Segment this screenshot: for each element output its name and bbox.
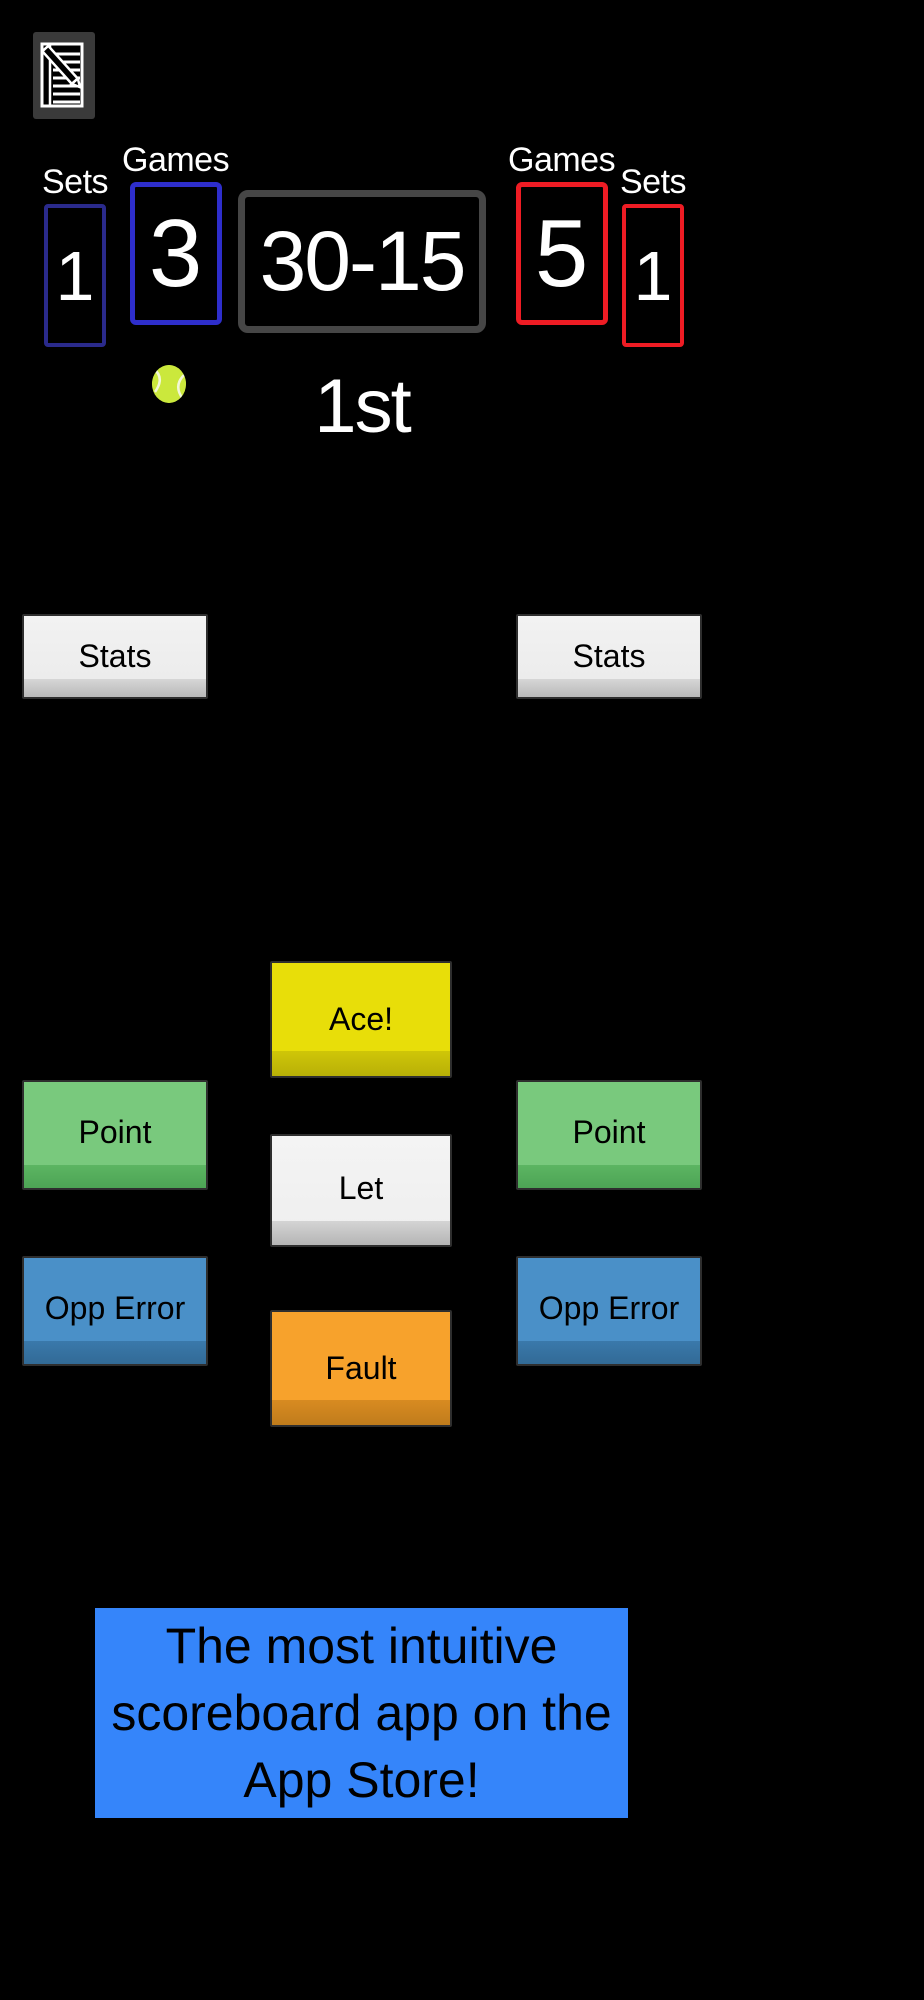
scoreboard: Sets 1 Games 3 30-15 Games 5 Sets 1 xyxy=(0,140,924,347)
games-label-left: Games xyxy=(122,141,230,179)
point-button-left-label: Point xyxy=(78,1114,152,1150)
app-icon-notepad[interactable] xyxy=(33,32,95,119)
sets-column-left: Sets 1 xyxy=(42,162,109,347)
games-column-left: Games 3 xyxy=(122,140,230,325)
stats-button-right[interactable]: Stats xyxy=(516,614,702,699)
point-button-right-label: Point xyxy=(572,1114,646,1150)
sets-label-right: Sets xyxy=(620,163,687,201)
ad-banner[interactable]: The most intuitive scoreboard app on the… xyxy=(95,1608,628,1818)
ace-button-label: Ace! xyxy=(328,1001,394,1037)
opp-error-button-left[interactable]: Opp Error xyxy=(22,1256,208,1366)
set-number: 1st xyxy=(314,364,411,449)
fault-button-label: Fault xyxy=(325,1350,397,1386)
opp-error-button-right-label: Opp Error xyxy=(538,1290,680,1326)
fault-button[interactable]: Fault xyxy=(270,1310,452,1427)
sets-column-right: Sets 1 xyxy=(620,162,687,347)
games-value-left[interactable]: 3 xyxy=(129,182,222,325)
notepad-pencil-icon xyxy=(39,41,89,111)
games-label-right: Games xyxy=(508,141,616,179)
let-button[interactable]: Let xyxy=(270,1134,452,1247)
sets-value-right[interactable]: 1 xyxy=(622,204,685,347)
opp-error-button-left-label: Opp Error xyxy=(44,1290,186,1326)
sets-value-left[interactable]: 1 xyxy=(44,204,107,347)
stats-button-left-label: Stats xyxy=(78,638,152,674)
games-value-right[interactable]: 5 xyxy=(515,182,608,325)
point-button-right[interactable]: Point xyxy=(516,1080,702,1190)
games-column-right: Games 5 xyxy=(508,140,616,325)
stats-button-left[interactable]: Stats xyxy=(22,614,208,699)
points-value[interactable]: 30-15 xyxy=(238,190,486,333)
stats-button-right-label: Stats xyxy=(572,638,646,674)
points-column: 30-15 xyxy=(238,190,486,333)
sets-label-left: Sets xyxy=(42,163,109,201)
point-button-left[interactable]: Point xyxy=(22,1080,208,1190)
opp-error-button-right[interactable]: Opp Error xyxy=(516,1256,702,1366)
tennis-ball-icon xyxy=(152,365,186,403)
ace-button[interactable]: Ace! xyxy=(270,961,452,1078)
let-button-label: Let xyxy=(338,1170,384,1206)
